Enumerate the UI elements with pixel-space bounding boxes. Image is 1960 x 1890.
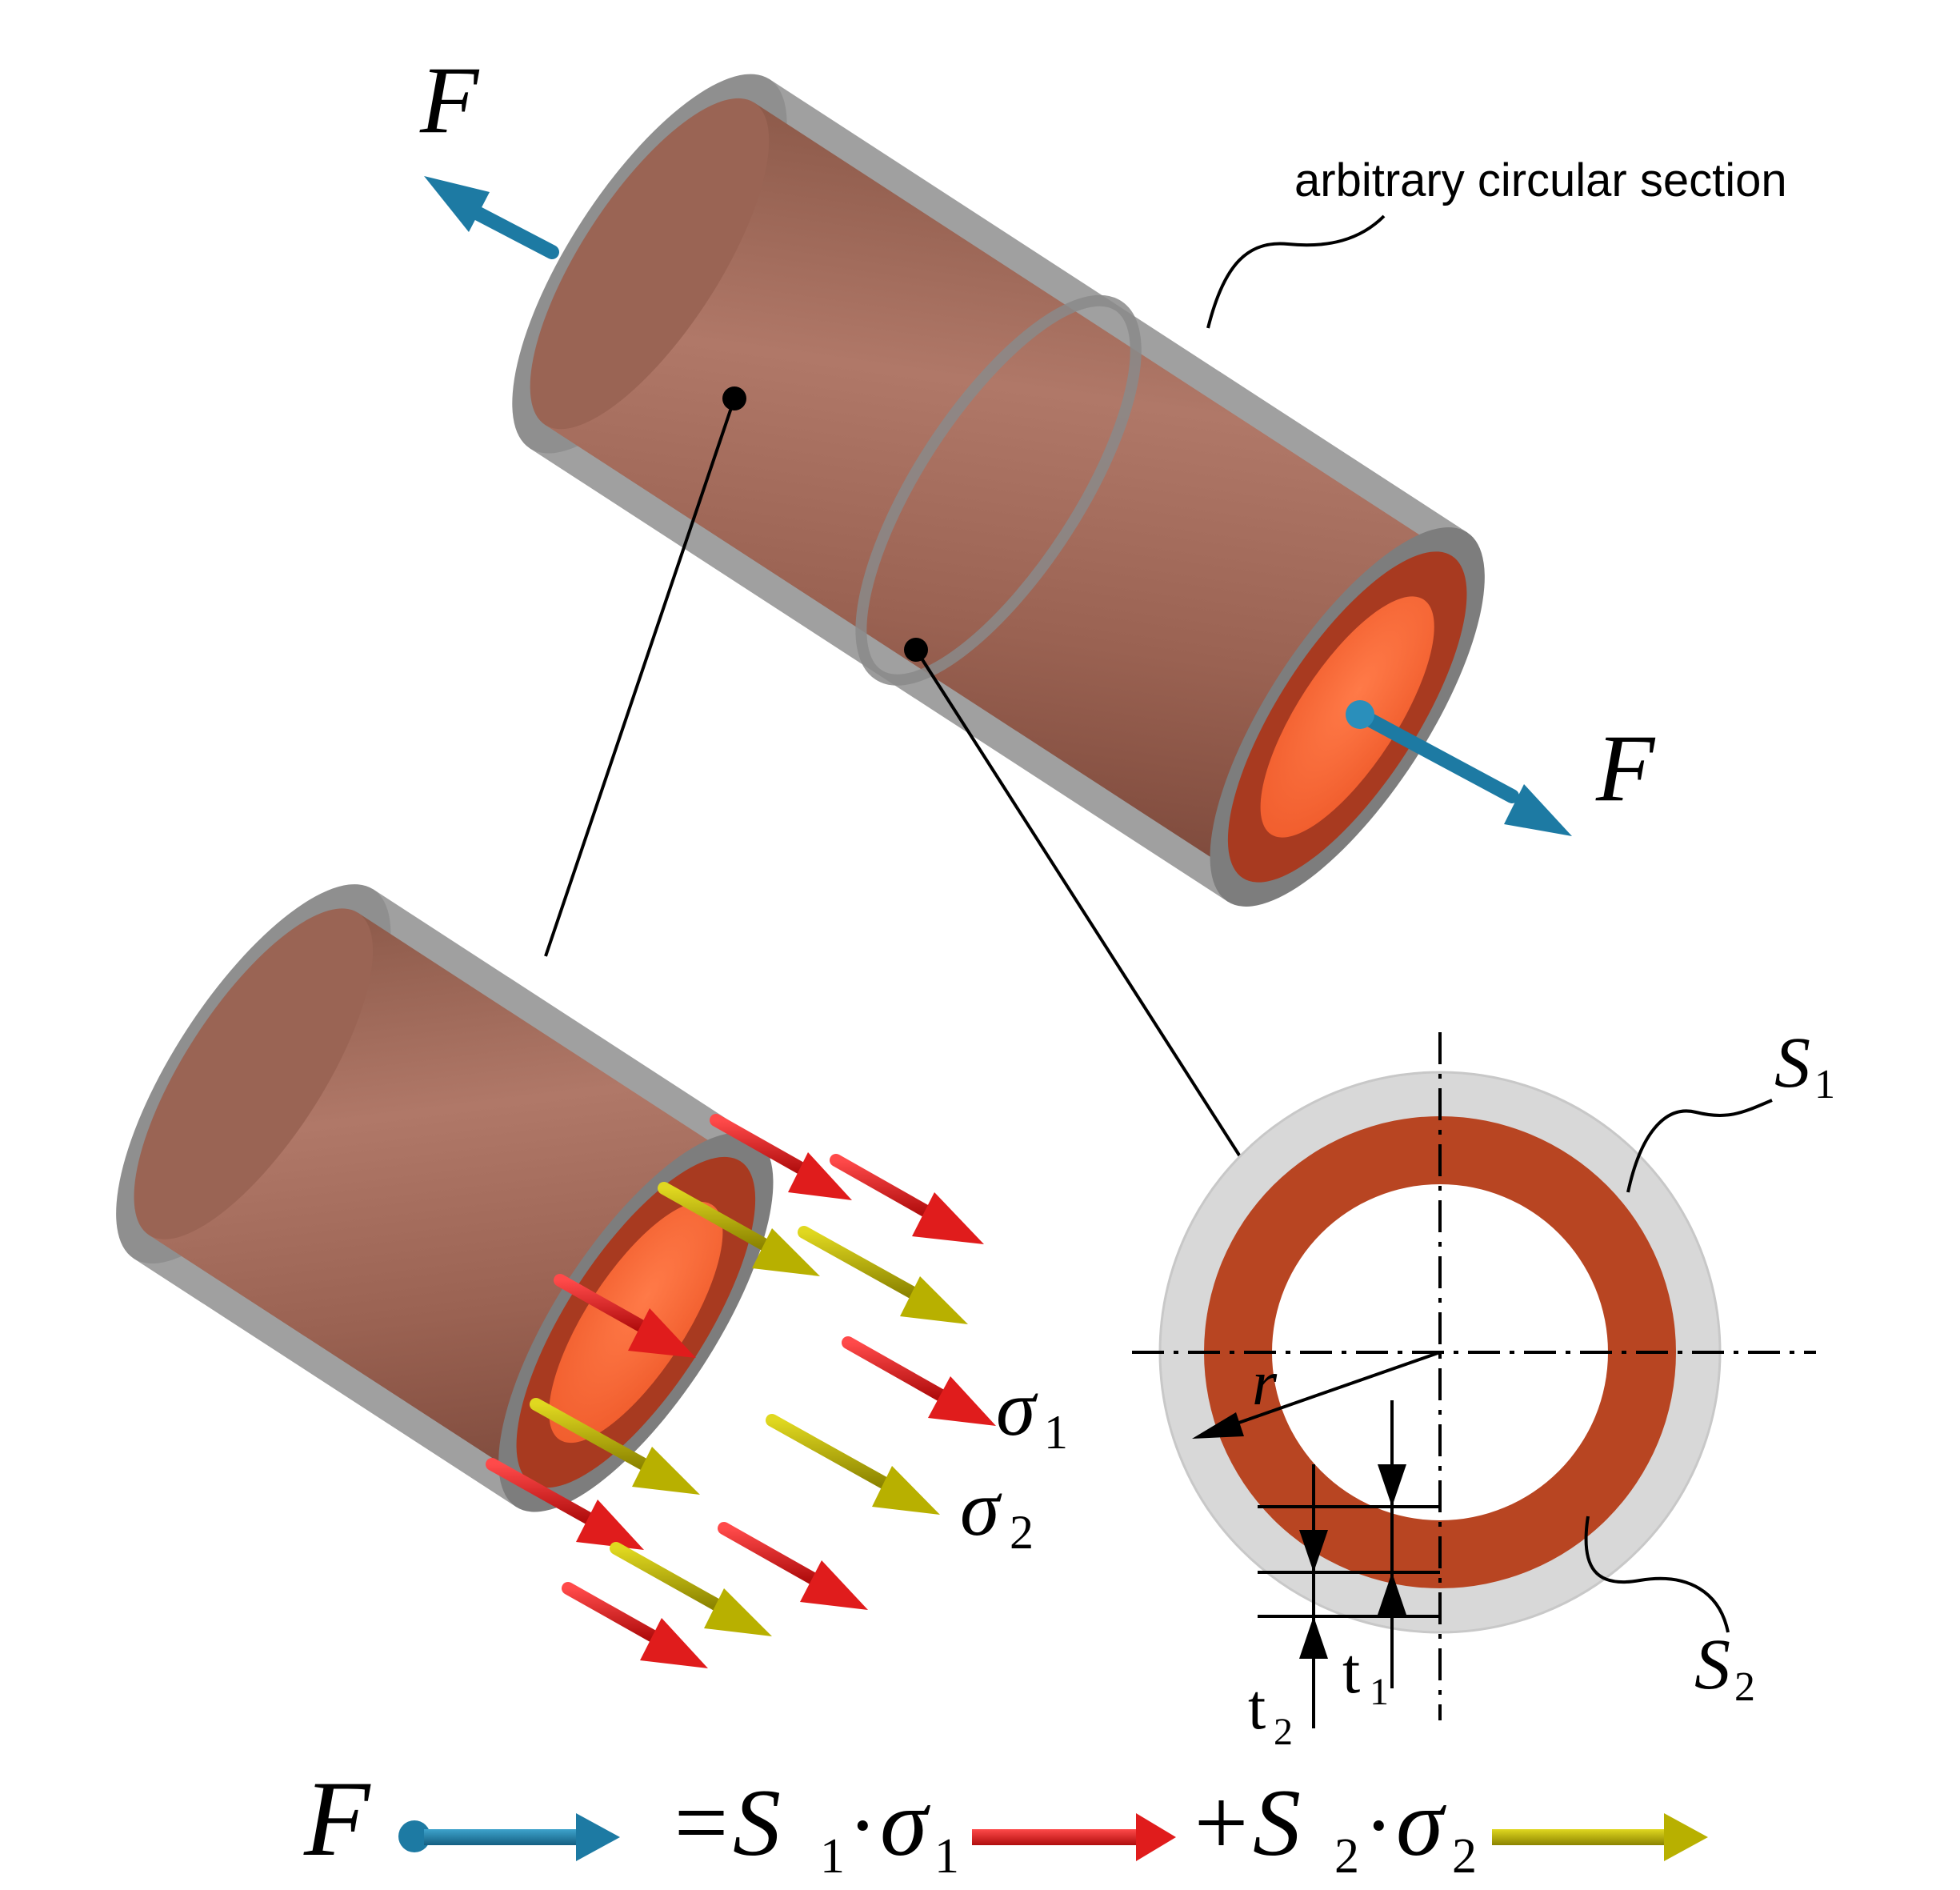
stress-arrows [486,1114,996,1668]
stress-arrow-sigma1 [562,1582,708,1668]
equation-dot2: · [1364,1776,1394,1874]
equilibrium-equation: F =S 1 · σ 1 +S 2 · σ 2 [303,1760,1708,1884]
cut-copper-left-end [134,908,374,1239]
arbitrary-section-ring [855,294,1142,686]
thickness-dimensions [1258,1400,1440,1728]
stress-arrow-sigma1 [554,1274,696,1358]
stress-arrow-sigma2 [658,1182,820,1276]
force-label-top: F [419,46,480,153]
radius-arrow [1192,1351,1441,1439]
equation-dot1: · [848,1776,878,1874]
stress-arrow-sigma2 [766,1414,940,1515]
equation-F: F [303,1760,371,1879]
copper-body [545,102,1452,879]
S1-label: S [1774,1023,1810,1103]
equation-S2-subscript: 2 [1334,1829,1359,1884]
equation-eq-S: =S [668,1769,781,1876]
equation-force-arrow [398,1813,620,1861]
stress-arrow-sigma1 [842,1336,996,1426]
radius-label: r [1252,1348,1278,1419]
sigma2-subscript: 2 [1010,1506,1034,1559]
equation-sigma2: σ [1396,1769,1446,1876]
copper-left-end [530,98,770,430]
stress-arrow-sigma1 [718,1522,868,1610]
t1-subscript: 1 [1370,1671,1389,1713]
stress-arrow-sigma1 [486,1458,644,1550]
equation-plus-S: +S [1188,1769,1301,1876]
section-note-label: arbitrary circular section [1294,154,1787,206]
t2-subscript: 2 [1274,1711,1293,1753]
stress-arrow-sigma2 [798,1226,968,1324]
top-composite-cylinder [424,74,1572,907]
equation-stress2-arrow [1492,1813,1708,1861]
force-arrow-right [1346,700,1572,836]
leader-line-section [914,648,1246,1164]
equation-sigma1-subscript: 1 [934,1829,959,1884]
equation-sigma1: σ [880,1769,930,1876]
sigma1-subscript: 1 [1044,1406,1068,1459]
S1-subscript: 1 [1814,1062,1835,1107]
S2-leader [1584,1516,1730,1633]
cut-composite-cylinder [116,884,996,1668]
force-arrow-top-left [424,176,559,259]
equation-stress1-arrow [972,1813,1176,1861]
stress-arrow-sigma2 [530,1398,700,1495]
S2-subscript: 2 [1734,1664,1755,1710]
equation-S1-subscript: 1 [820,1829,845,1884]
force-label-right: F [1595,715,1656,821]
stress-arrow-sigma2 [610,1542,772,1636]
S2-label: S [1694,1625,1730,1704]
t2-label: t [1248,1672,1266,1743]
stress-arrow-sigma1 [830,1154,984,1244]
stress-arrow-sigma1 [710,1114,852,1200]
sigma1-label: σ [996,1363,1038,1452]
equation-sigma2-subscript: 2 [1452,1829,1477,1884]
leader-line-body [544,398,736,957]
t1-label: t [1342,1636,1360,1707]
cross-section-view [1132,1032,1816,1728]
sigma2-label: σ [960,1464,1002,1552]
S1-leader [1626,1099,1773,1193]
section-note-leader [1206,214,1386,329]
